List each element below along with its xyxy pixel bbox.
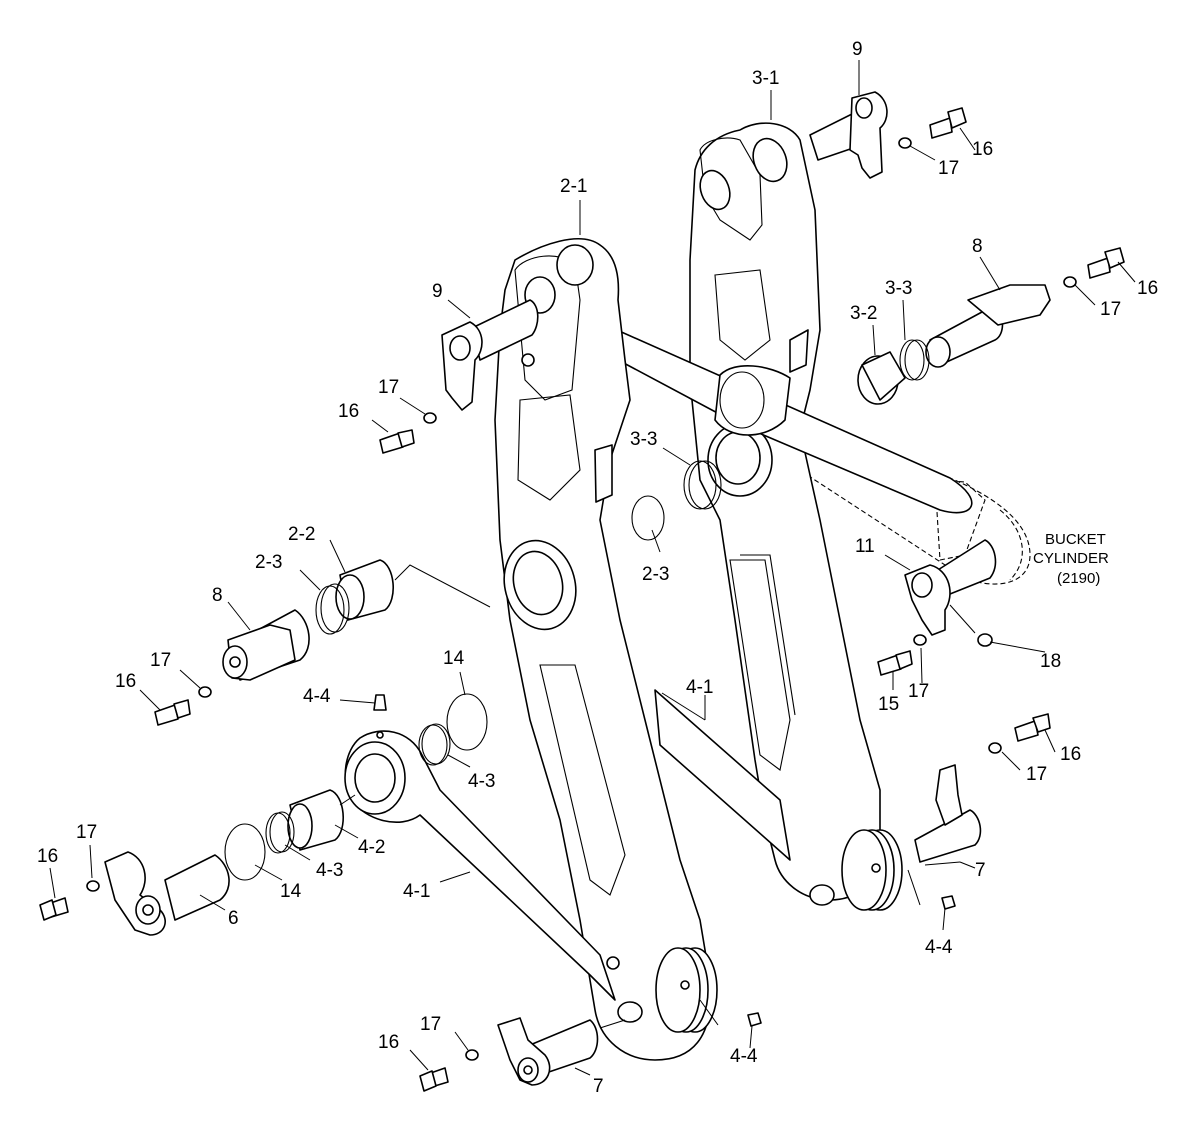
pin-7-right <box>914 764 982 866</box>
callout-17: 17 <box>76 822 97 843</box>
callout-17: 17 <box>1026 764 1047 785</box>
callout-4-1: 4-1 <box>686 677 713 698</box>
pin-9-upper-right <box>809 91 888 179</box>
bucket-cylinder-label-line3: (2190) <box>1057 570 1100 587</box>
bucket-cylinder-label-line1: BUCKET <box>1045 531 1106 548</box>
callout-4-2: 4-2 <box>358 837 385 858</box>
callout-3-2: 3-2 <box>850 303 877 324</box>
callout-11: 11 <box>855 536 875 557</box>
callout-16: 16 <box>1060 744 1081 765</box>
callout-8: 8 <box>212 585 223 606</box>
ring-2-3-mid <box>631 495 665 541</box>
callout-16: 16 <box>972 139 993 160</box>
callout-9: 9 <box>432 281 443 302</box>
right-arm <box>689 122 881 906</box>
callout-16: 16 <box>1137 278 1158 299</box>
ring-4-3-upper <box>418 693 488 766</box>
callout-17: 17 <box>938 158 959 179</box>
bushing-4-2 <box>224 789 356 881</box>
callout-9: 9 <box>852 39 863 60</box>
rear-link <box>654 689 791 861</box>
callout-17: 17 <box>420 1014 441 1035</box>
callout-2-3: 2-3 <box>255 552 282 573</box>
callout-8: 8 <box>972 236 983 257</box>
callout-16: 16 <box>338 401 359 422</box>
callout-2-1: 2-1 <box>560 176 587 197</box>
callout-17: 17 <box>908 681 929 702</box>
callout-17: 17 <box>1100 299 1121 320</box>
callout-16: 16 <box>378 1032 399 1053</box>
callout-17: 17 <box>150 650 171 671</box>
callout-4-3: 4-3 <box>468 771 495 792</box>
pin-7-lower <box>497 1017 626 1086</box>
callout-7: 7 <box>975 860 986 881</box>
callout-4-4: 4-4 <box>925 937 953 958</box>
ring-3-3-mid <box>683 460 722 510</box>
callout-3-1: 3-1 <box>752 68 779 89</box>
fasteners <box>39 107 1125 1092</box>
callout-labels: 3-1 9 16 17 2-1 8 3-3 3-2 16 17 9 17 16 … <box>37 39 1158 1097</box>
callout-4-4: 4-4 <box>730 1046 758 1067</box>
pin-6 <box>104 851 230 936</box>
pin-8-right <box>857 284 1051 405</box>
callout-14: 14 <box>443 648 465 669</box>
callout-4-3: 4-3 <box>316 860 343 881</box>
front-link <box>344 730 616 1001</box>
callout-6: 6 <box>228 908 239 929</box>
callout-2-3: 2-3 <box>642 564 669 585</box>
pin-9-upper-left <box>441 299 539 411</box>
callout-7: 7 <box>593 1076 604 1097</box>
left-arm-lower-hub <box>655 947 718 1033</box>
left-arm <box>494 237 712 1061</box>
bucket-cylinder-label-line2: CYLINDER <box>1033 550 1109 567</box>
leader-lines <box>49 60 1136 1076</box>
callout-3-3: 3-3 <box>885 278 912 299</box>
right-arm-lower-hub <box>841 829 903 911</box>
callout-16: 16 <box>37 846 58 867</box>
callout-4-1: 4-1 <box>403 881 430 902</box>
callout-14: 14 <box>280 881 302 902</box>
callout-2-2: 2-2 <box>288 524 315 545</box>
callout-17: 17 <box>378 377 399 398</box>
callout-18: 18 <box>1040 651 1061 672</box>
callout-16: 16 <box>115 671 136 692</box>
bushing-2-2 <box>315 559 491 635</box>
pin-8-left <box>222 609 310 681</box>
cross-tube <box>589 317 973 514</box>
callout-15: 15 <box>878 694 899 715</box>
callout-3-3: 3-3 <box>630 429 657 450</box>
bucket-cylinder-note: BUCKET CYLINDER (2190) <box>1033 531 1109 587</box>
pin-11 <box>904 539 997 636</box>
callout-4-4: 4-4 <box>303 686 331 707</box>
